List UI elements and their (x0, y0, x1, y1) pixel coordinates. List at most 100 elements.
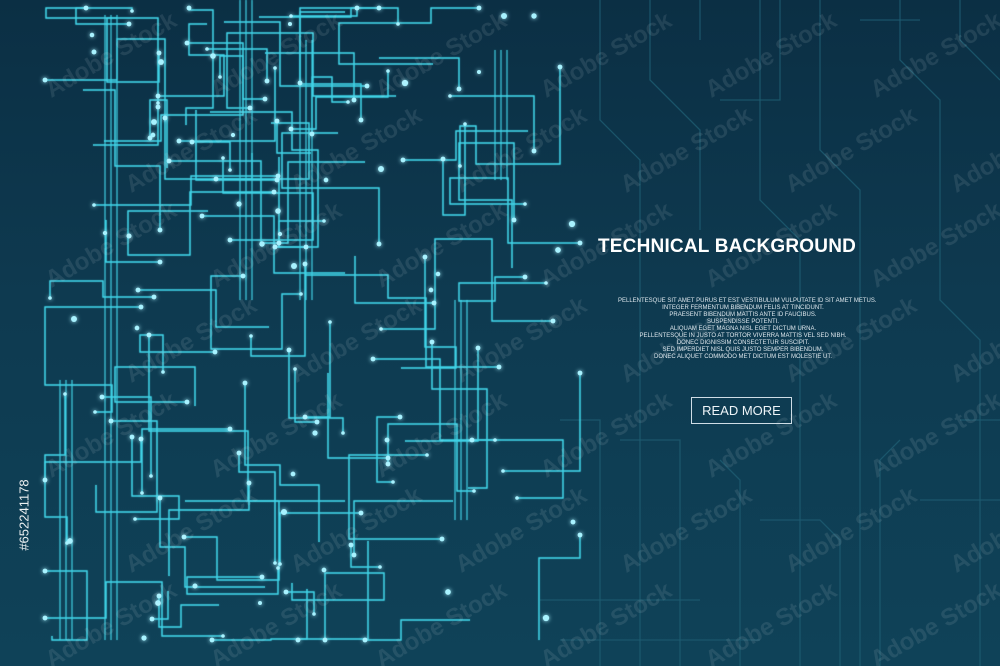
circuit-node (293, 367, 297, 371)
circuit-node (309, 131, 315, 137)
circuit-node (456, 86, 462, 92)
circuit-trace (138, 289, 269, 328)
circuit-node (155, 600, 161, 606)
circuit-node (376, 5, 382, 11)
circuit-trace (291, 8, 358, 17)
circuit-node (440, 156, 446, 162)
circuit-node (242, 380, 248, 386)
circuit-node (570, 519, 576, 525)
circuit-trace (279, 512, 361, 564)
circuit-trace (281, 132, 380, 244)
circuit-node (290, 471, 296, 477)
circuit-node (133, 517, 137, 521)
circuit-node (257, 600, 263, 606)
circuit-trace (365, 619, 470, 641)
circuit-trace (158, 596, 219, 628)
circuit-node (348, 542, 354, 548)
circuit-node (323, 177, 329, 183)
circuit-node (448, 94, 452, 98)
circuit-node (321, 567, 327, 573)
circuit-node (302, 261, 308, 267)
circuit-node (108, 418, 114, 424)
circuit-node (302, 414, 308, 420)
circuit-trace (250, 264, 306, 357)
circuit-node (271, 189, 277, 195)
circuit-node (186, 5, 192, 11)
circuit-node (83, 5, 89, 11)
circuit-node (273, 561, 277, 565)
circuit-node (218, 75, 222, 79)
circuit-node (134, 325, 140, 331)
circuit-trace (202, 215, 345, 274)
circuit-trace (186, 568, 279, 595)
body-text: Pellentesque sit amet purus et est vesti… (618, 298, 877, 361)
circuit-node (184, 399, 190, 405)
faint-trace (719, 459, 741, 666)
circuit-node (401, 79, 409, 87)
circuit-node (213, 176, 219, 182)
circuit-node (542, 614, 550, 622)
circuit-node (176, 138, 182, 144)
circuit-node (230, 132, 236, 138)
circuit-node (577, 370, 583, 376)
circuit-trace (403, 130, 528, 161)
circuit-node (511, 217, 517, 223)
circuit-node (272, 244, 278, 250)
circuit-node (126, 233, 132, 239)
circuit-node (288, 126, 294, 132)
circuit-node (351, 552, 357, 558)
circuit-node (71, 316, 77, 322)
faint-circuit-lines (540, 0, 1000, 666)
circuit-node (303, 244, 309, 250)
circuit-node (385, 461, 391, 467)
circuit-trace (44, 306, 141, 413)
body-line: Suspendisse potenti. (706, 319, 779, 325)
faint-trace (959, 0, 1000, 81)
circuit-node (192, 583, 198, 589)
circuit-node (48, 296, 52, 300)
circuit-node (157, 227, 163, 233)
circuit-node (276, 240, 282, 246)
circuit-trace (387, 423, 474, 492)
circuit-nodes (42, 5, 583, 643)
circuit-trace (224, 21, 367, 87)
circuit-trace (192, 141, 231, 170)
circuit-trace (297, 541, 369, 640)
circuit-node (274, 177, 280, 183)
circuit-trace (168, 483, 250, 576)
circuit-trace (503, 373, 581, 472)
circuit-node (212, 349, 218, 355)
circuit-node (312, 430, 318, 436)
circuit-node (259, 574, 265, 580)
circuit-node (496, 364, 502, 370)
circuit-node (184, 40, 190, 46)
circuit-node (458, 164, 462, 168)
circuit-node (522, 274, 528, 280)
circuit-trace (45, 570, 88, 641)
circuit-node (92, 203, 96, 207)
circuit-node (500, 12, 508, 20)
faint-trace (560, 419, 601, 666)
circuit-trace (431, 342, 488, 489)
circuit-node (162, 115, 168, 121)
circuit-trace (472, 439, 564, 499)
circuit-node (63, 392, 67, 396)
read-more-button[interactable]: READ MORE (691, 397, 792, 424)
circuit-node (358, 117, 364, 123)
circuit-node (129, 434, 135, 440)
circuit-node (156, 593, 162, 599)
circuit-trace (299, 11, 345, 83)
circuit-trace (102, 396, 152, 476)
faint-trace (599, 0, 641, 666)
circuit-trace (305, 274, 499, 368)
circuit-node (91, 49, 97, 55)
circuit-node (278, 562, 282, 566)
body-line: Pellentesque in justo at tortor viverra … (639, 333, 847, 339)
circuit-trace (288, 350, 344, 433)
circuit-trace (338, 7, 479, 65)
circuit-node (428, 287, 434, 293)
circuit-trace (139, 334, 215, 372)
circuit-trace (327, 373, 388, 459)
circuit-trace (131, 437, 180, 520)
circuit-node (246, 480, 252, 486)
